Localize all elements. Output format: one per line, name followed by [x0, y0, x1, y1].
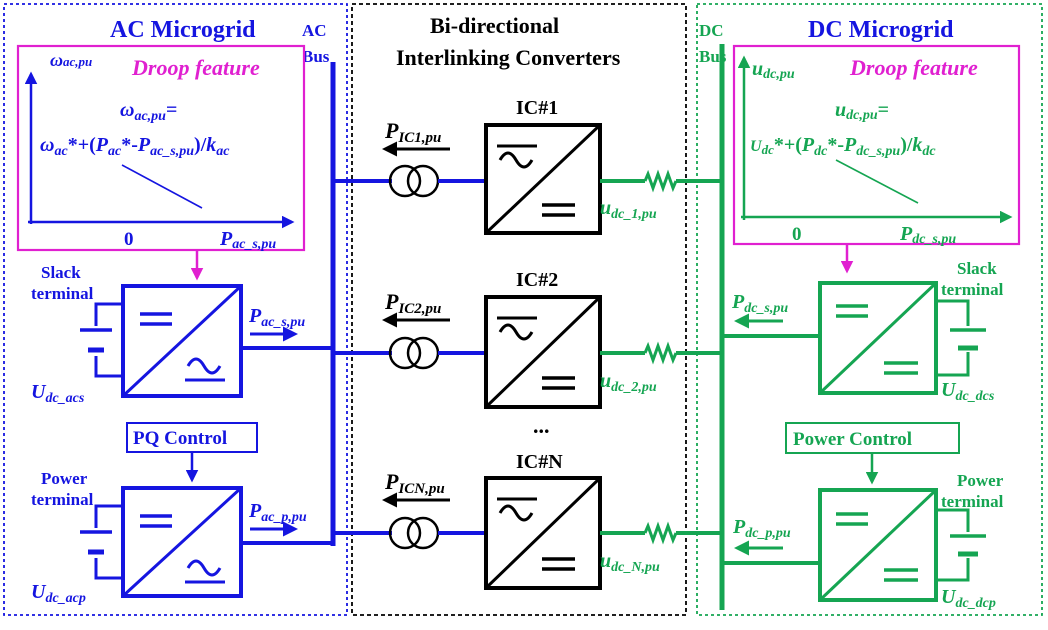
ac-droop-box: [16, 44, 306, 252]
ic-ellipsis: ...: [533, 413, 550, 438]
dc-power-terminal-label-2: terminal: [941, 492, 1004, 511]
ic2-name: IC#2: [516, 269, 558, 291]
icn-name: IC#N: [516, 451, 563, 473]
ac-power-power-label: Pac_p,pu: [248, 500, 307, 525]
ic-section-frame: [351, 3, 687, 616]
ac-slack-converter: [121, 284, 243, 398]
ac-droop-eq-line1: ωac,pu=: [120, 99, 177, 124]
dc-section-title: DC Microgrid: [808, 17, 954, 43]
ic-converter-1: [333, 123, 722, 235]
ac-droop-line: [121, 164, 203, 209]
ac-power-terminal-label-1: Power: [41, 469, 88, 488]
dc-droop-axis-x-label: Pdc_s,pu: [899, 223, 956, 247]
ic2-power-label: PIC2,pu: [384, 289, 441, 317]
ac-droop-axis-x-label: Pac_s,pu: [219, 228, 276, 252]
ic-converter-n: [333, 476, 722, 590]
dc-droop-box: [732, 44, 1021, 246]
ic-section-title-2: Interlinking Converters: [396, 45, 621, 70]
icn-power-label: PICN,pu: [384, 469, 445, 497]
ic2-voltage-label: udc_2,pu: [600, 370, 657, 395]
dc-slack-voltage-label: Udc_dcs: [941, 379, 995, 404]
dc-droop-eq-line2: Udc*+(Pdc*-Pdc_s,pu)/kdc: [750, 134, 936, 159]
dc-power-power-label: Pdc_p,pu: [732, 516, 791, 541]
ac-power-terminal-label-2: terminal: [31, 490, 94, 509]
dc-slack-label-1: Slack: [957, 259, 997, 278]
pq-control-label: PQ Control: [133, 428, 227, 449]
ac-slack-voltage-label: Udc_acs: [31, 381, 85, 406]
ac-power-dc-wires-2: [94, 558, 123, 580]
ac-droop-eq-line2: ωac*+(Pac*-Pac_s,pu)/kac: [40, 134, 230, 159]
ac-slack-label-2: terminal: [31, 284, 94, 303]
dc-droop-axis-y-label: udc,pu: [752, 58, 795, 82]
ac-bus-label-bottom: Bus: [302, 47, 330, 66]
dc-power-terminal-label-1: Power: [957, 471, 1004, 490]
dc-bus-label-top: DC: [699, 21, 724, 40]
ac-power-terminal-converter: [121, 486, 243, 598]
ic1-name: IC#1: [516, 97, 558, 119]
dc-power-dc-wires-2: [936, 558, 970, 582]
dc-droop-title: Droop feature: [849, 55, 978, 80]
ac-power-dc-wires: [94, 504, 123, 528]
ac-droop-title: Droop feature: [131, 55, 260, 80]
ac-slack-label-1: Slack: [41, 263, 81, 282]
dc-slack-converter: [818, 281, 938, 395]
ac-slack-dc-wires-2: [94, 356, 123, 378]
dc-power-dc-wires: [936, 508, 970, 532]
dc-power-voltage-label: Udc_dcp: [941, 586, 996, 611]
dc-droop-axis-x-zero: 0: [792, 224, 802, 245]
dc-slack-dc-wires-2: [936, 352, 970, 377]
dc-slack-label-2: terminal: [941, 280, 1004, 299]
ic-section-title-1: Bi-directional: [430, 13, 559, 38]
ac-slack-power-label: Pac_s,pu: [248, 305, 305, 330]
dc-droop-eq-line1: udc,pu=: [835, 99, 889, 123]
ac-section-frame: [3, 3, 348, 616]
ic1-voltage-label: udc_1,pu: [600, 197, 657, 222]
ac-power-voltage-label: Udc_acp: [31, 581, 86, 606]
power-control-label: Power Control: [793, 429, 912, 450]
dc-section-frame: [696, 3, 1043, 616]
ac-droop-axis-y-label: ωac,pu: [50, 50, 92, 70]
dc-slack-dc-wires: [936, 299, 970, 326]
ic1-power-label: PIC1,pu: [384, 118, 441, 146]
ac-slack-dc-wires: [94, 302, 123, 326]
dc-droop-line: [835, 159, 919, 204]
ac-bus-label-top: AC: [302, 21, 327, 40]
ac-section-title: AC Microgrid: [110, 17, 256, 43]
dc-power-terminal-converter: [818, 488, 938, 602]
ic-converter-2: [333, 295, 722, 409]
icn-voltage-label: udc_N,pu: [600, 550, 660, 575]
dc-slack-power-label: Pdc_s,pu: [731, 291, 788, 316]
ac-droop-axis-x-zero: 0: [124, 229, 134, 250]
pq-control-box: [126, 422, 258, 453]
